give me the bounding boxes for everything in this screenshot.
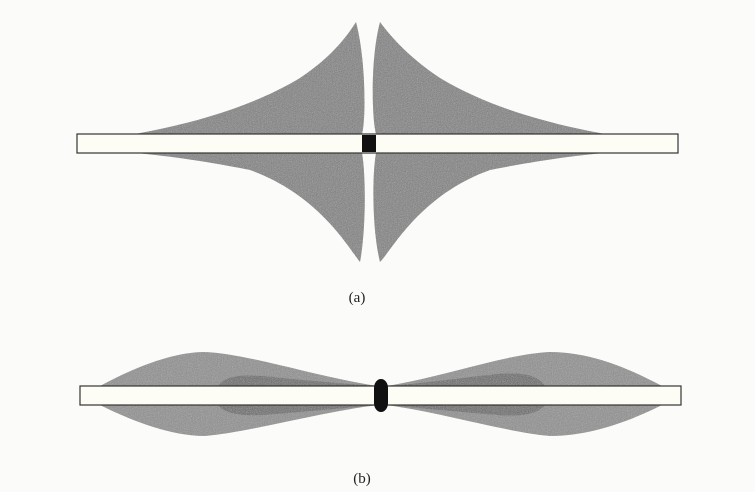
panel-a <box>76 22 679 262</box>
panel-b-center-capsule <box>374 379 388 412</box>
panel-a-center-square <box>362 135 376 152</box>
caption-a: (a) <box>348 290 366 306</box>
caption-b: (b) <box>353 471 371 487</box>
panel-a-bar <box>76 133 679 154</box>
panel-b <box>79 352 682 436</box>
